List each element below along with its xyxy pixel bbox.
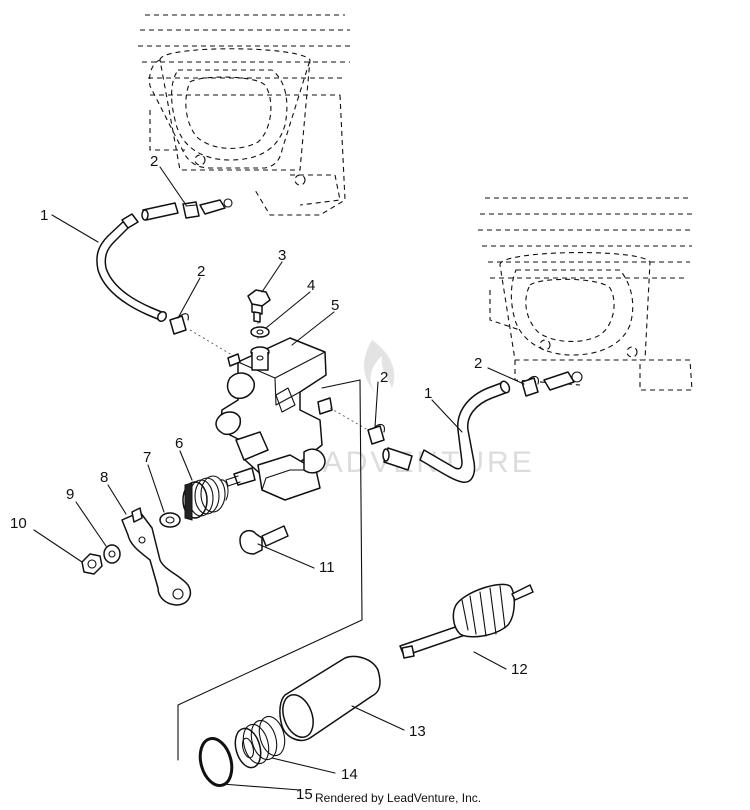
engine-cylinder-right [478, 197, 694, 391]
washer-4 [250, 326, 270, 338]
callout-1-left: 1 [40, 207, 48, 224]
hose-clamp-2a [182, 198, 233, 219]
callout-7: 7 [143, 449, 151, 466]
callout-5: 5 [331, 297, 339, 314]
callout-labels: 1 2 2 3 4 5 2 1 2 6 7 8 9 10 11 12 13 14… [10, 153, 528, 803]
callout-9: 9 [66, 486, 74, 503]
hose-clamp-2d [521, 371, 583, 397]
spring-6 [182, 475, 229, 521]
oil-line-tube-left [96, 202, 179, 323]
callout-2-far-right: 2 [474, 355, 482, 372]
leader-dash-2c [329, 407, 369, 431]
o-ring-15 [198, 736, 234, 788]
leader-lines [33, 166, 525, 791]
bolt-3 [247, 289, 271, 323]
seal-spring-14 [234, 715, 286, 769]
hose-clamp-2c [367, 423, 385, 445]
callout-11: 11 [319, 559, 335, 576]
shaft-sleeve-13 [279, 655, 381, 742]
footer-credit: Rendered by LeadVenture, Inc. [315, 791, 482, 805]
callout-4: 4 [307, 277, 315, 294]
leader-dash-2b [189, 329, 233, 356]
callout-1-right: 1 [424, 385, 432, 402]
callout-14: 14 [341, 766, 358, 783]
callout-13: 13 [409, 723, 426, 740]
assembly-bracket-line [177, 379, 363, 761]
nut-10 [81, 553, 103, 575]
screw-11 [239, 525, 289, 555]
engine-cylinder-left [138, 14, 352, 216]
washer-7 [159, 512, 181, 528]
callout-10: 10 [10, 515, 27, 532]
control-lever-8 [121, 507, 192, 606]
assembly-bracket-top [321, 379, 361, 389]
callout-2-mid: 2 [197, 263, 205, 280]
oil-line-tube-right [382, 380, 511, 483]
oil-pump-5 [215, 337, 333, 501]
callout-2-top: 2 [150, 153, 158, 170]
callout-15: 15 [296, 786, 313, 803]
callout-6: 6 [175, 435, 183, 452]
callout-8: 8 [100, 469, 108, 486]
drive-gear-shaft-12 [399, 583, 534, 659]
washer-9 [103, 544, 121, 564]
callout-2-right: 2 [380, 369, 388, 386]
callout-12: 12 [511, 661, 528, 678]
callout-3: 3 [278, 247, 286, 264]
